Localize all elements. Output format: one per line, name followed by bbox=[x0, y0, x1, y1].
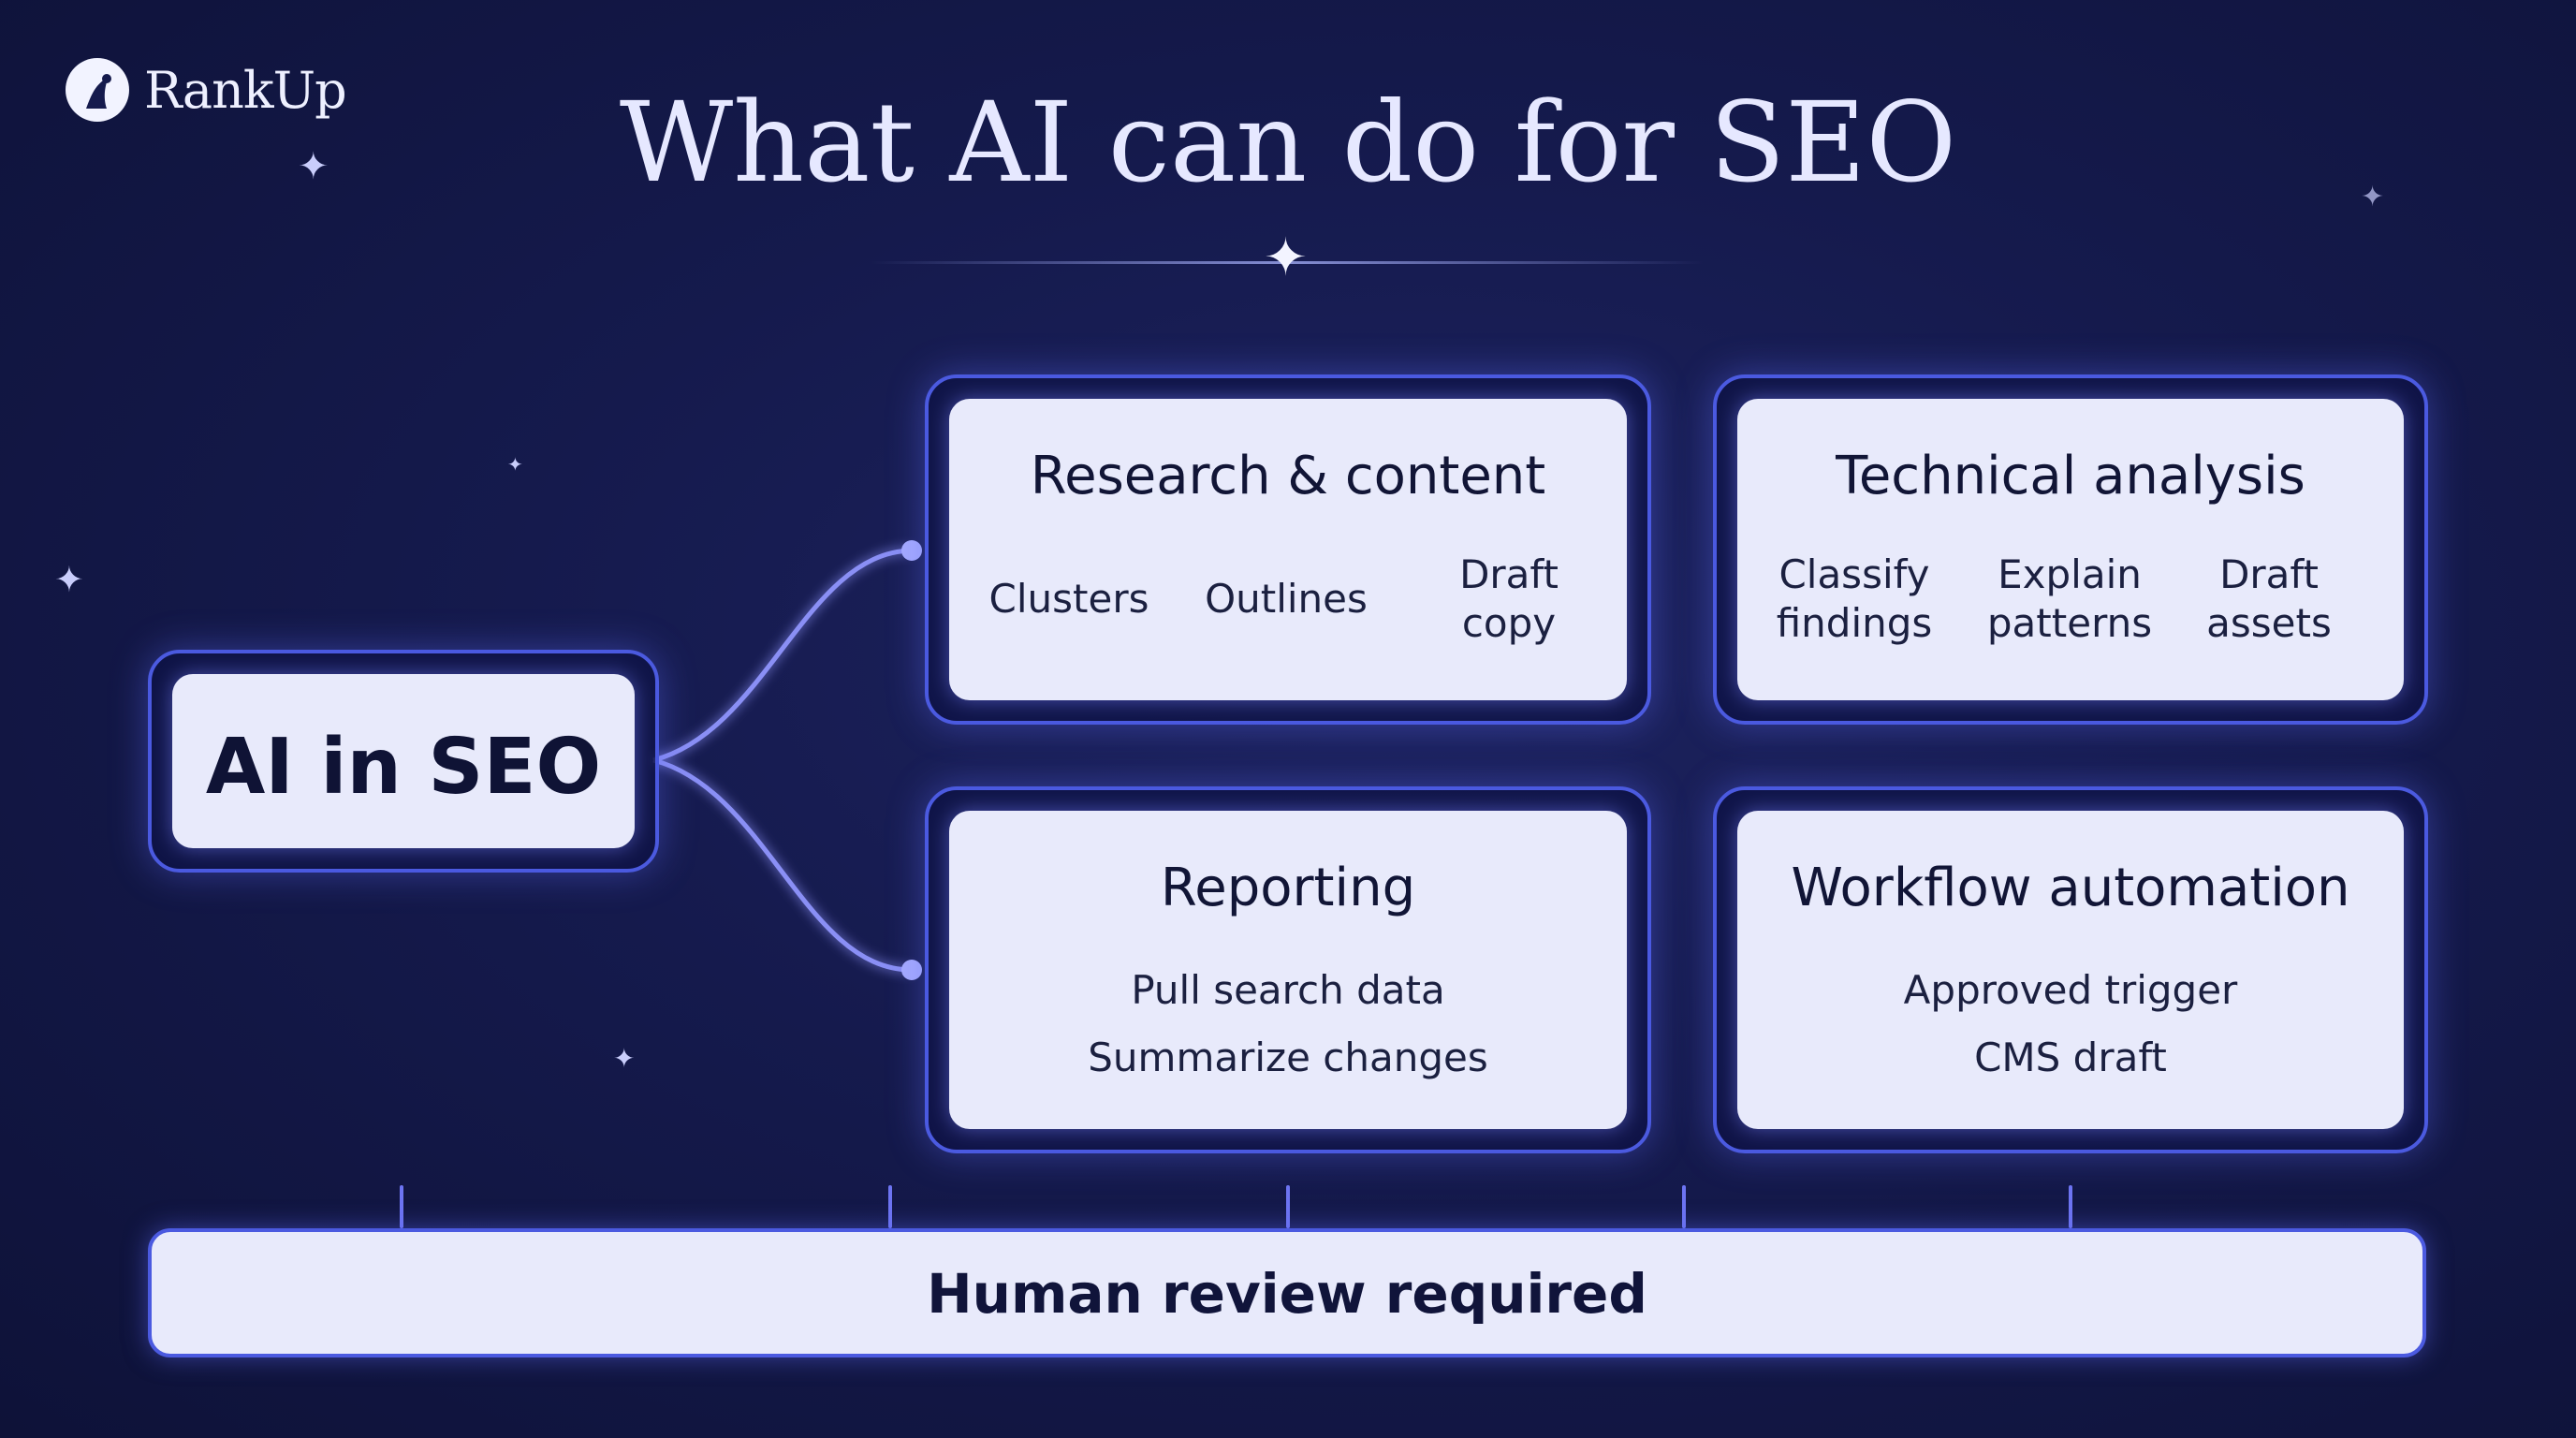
card-item: Draft copy bbox=[1459, 551, 1559, 647]
card-inner: Workflow automation Approved trigger CMS… bbox=[1737, 811, 2404, 1129]
brand-name: RankUp bbox=[144, 60, 347, 120]
card-inner: Reporting Pull search data Summarize cha… bbox=[949, 811, 1627, 1129]
bar-tick bbox=[400, 1185, 403, 1228]
rankup-logo-icon bbox=[66, 58, 129, 122]
connector-to-research bbox=[652, 548, 913, 763]
card-title: Research & content bbox=[1030, 446, 1546, 506]
bar-tick bbox=[1682, 1185, 1686, 1228]
page-title: What AI can do for SEO bbox=[619, 78, 1957, 207]
brand-logo: RankUp bbox=[64, 56, 347, 124]
card-item: CMS draft bbox=[1974, 1034, 2167, 1080]
card-item: Clusters bbox=[988, 576, 1149, 622]
card-title: Technical analysis bbox=[1836, 446, 2305, 506]
card-title: Workflow automation bbox=[1791, 858, 2350, 918]
bar-tick bbox=[2069, 1185, 2072, 1228]
bar-tick bbox=[1286, 1185, 1290, 1228]
card-research-content: Research & content Clusters Outlines Dra… bbox=[925, 374, 1651, 725]
card-technical-analysis: Technical analysis Classify findings Exp… bbox=[1713, 374, 2428, 725]
card-item: Approved trigger bbox=[1903, 967, 2238, 1013]
card-item: Classify findings bbox=[1776, 551, 1933, 647]
sparkle-icon: ✦ bbox=[298, 145, 329, 188]
card-workflow-automation: Workflow automation Approved trigger CMS… bbox=[1713, 786, 2428, 1153]
center-node-inner: AI in SEO bbox=[172, 674, 635, 848]
card-inner: Research & content Clusters Outlines Dra… bbox=[949, 399, 1627, 700]
sparkle-icon: ✦ bbox=[613, 1043, 636, 1074]
connector-dot bbox=[901, 540, 922, 561]
human-review-bar: Human review required bbox=[148, 1228, 2426, 1357]
sparkle-icon: ✦ bbox=[1264, 227, 1308, 288]
card-reporting: Reporting Pull search data Summarize cha… bbox=[925, 786, 1651, 1153]
card-item: Explain patterns bbox=[1986, 551, 2153, 647]
bar-tick bbox=[888, 1185, 892, 1228]
card-inner: Technical analysis Classify findings Exp… bbox=[1737, 399, 2404, 700]
connector-to-reporting bbox=[652, 757, 913, 973]
card-title: Reporting bbox=[1160, 858, 1416, 918]
connector-dot bbox=[901, 960, 922, 980]
sparkle-icon: ✦ bbox=[2361, 181, 2385, 213]
card-item: Summarize changes bbox=[1088, 1034, 1488, 1080]
center-node: AI in SEO bbox=[148, 650, 659, 873]
sparkle-icon: ✦ bbox=[54, 559, 84, 600]
card-item: Pull search data bbox=[1131, 967, 1445, 1013]
human-review-label: Human review required bbox=[927, 1262, 1647, 1326]
card-item: Outlines bbox=[1205, 576, 1368, 622]
sparkle-icon: ✦ bbox=[507, 453, 523, 476]
title-divider bbox=[871, 261, 1704, 264]
card-item: Draft assets bbox=[2206, 551, 2332, 647]
center-node-label: AI in SEO bbox=[205, 723, 602, 812]
